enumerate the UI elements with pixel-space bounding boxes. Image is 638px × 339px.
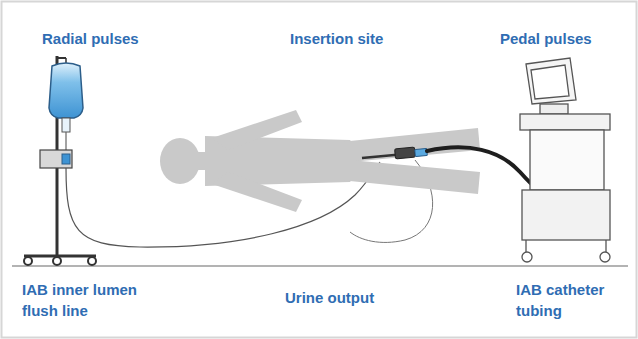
callout-label: Urine output	[285, 287, 374, 308]
flush-bag	[49, 63, 83, 150]
transducer-holder	[40, 150, 72, 168]
callout-label: Radial pulses	[42, 28, 139, 49]
callout-label: IAB inner lumen flush line	[22, 279, 160, 321]
iv-pole	[24, 56, 96, 265]
iab-catheter	[362, 147, 427, 159]
callout-label: Pedal pulses	[500, 28, 592, 49]
iabp-console	[520, 58, 610, 262]
floor-line	[12, 265, 628, 267]
callout-label: IAB catheter tubing	[516, 279, 628, 321]
patient-silhouette	[160, 110, 480, 212]
callout-label: Insertion site	[290, 28, 383, 49]
